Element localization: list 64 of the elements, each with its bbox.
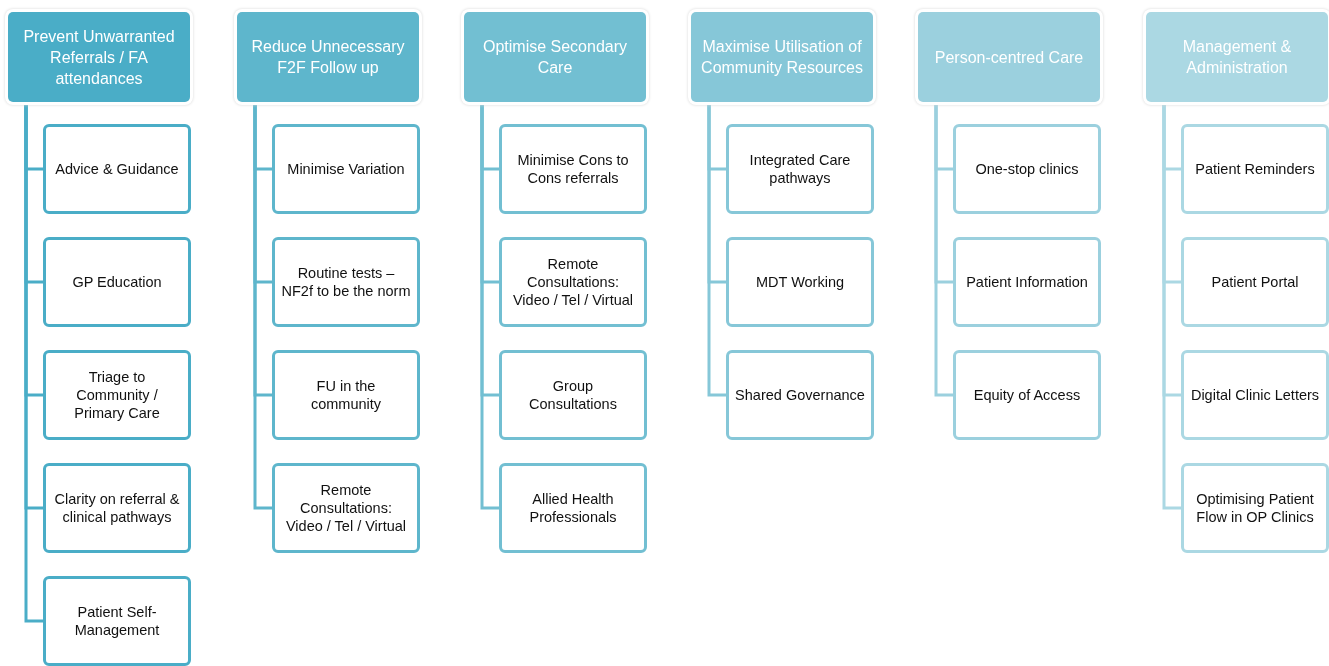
category-header-box xyxy=(8,12,190,102)
category-header-box xyxy=(1146,12,1328,102)
box-label: Clarity on referral & clinical pathways xyxy=(53,490,181,526)
process-box xyxy=(272,463,420,553)
process-box xyxy=(272,350,420,440)
box-label: Patient Self-Management xyxy=(73,603,161,639)
box-label: Patient Reminders xyxy=(1195,160,1315,178)
box-label: FU in the community xyxy=(309,377,383,413)
box-label: Remote Consultations: Video / Tel / Virtual xyxy=(284,481,408,535)
process-box xyxy=(1181,237,1329,327)
category-header-box xyxy=(918,12,1100,102)
box-label: Optimising Patient Flow in OP Clinics xyxy=(1195,490,1315,526)
category-header-box xyxy=(691,12,873,102)
header-label: Optimise Secondary Care xyxy=(481,37,629,78)
header-label: Reduce Unnecessary F2F Follow up xyxy=(250,37,406,78)
process-box xyxy=(726,350,874,440)
header-label: Maximise Utilisation of Community Resources xyxy=(700,37,864,78)
box-label: Remote Consultations: Video / Tel / Virtual xyxy=(511,255,635,309)
header-label: Person-centred Care xyxy=(934,47,1084,68)
process-box xyxy=(1181,124,1329,214)
process-box xyxy=(953,237,1101,327)
connector-line xyxy=(934,102,953,397)
connector-line xyxy=(253,102,272,510)
process-box xyxy=(272,237,420,327)
box-label: Patient Portal xyxy=(1211,273,1299,291)
box-label: Allied Health Professionals xyxy=(528,490,618,526)
box-label: Triage to Community / Primary Care xyxy=(73,368,161,422)
box-label: Advice & Guidance xyxy=(55,160,179,178)
process-box xyxy=(953,124,1101,214)
header-label: Management & Administration xyxy=(1181,37,1293,78)
box-label: Group Consultations xyxy=(528,377,618,413)
connector-line xyxy=(24,102,43,623)
process-box xyxy=(499,463,647,553)
process-box xyxy=(499,124,647,214)
connector-line xyxy=(1162,102,1181,510)
box-label: Minimise Cons to Cons referrals xyxy=(516,151,630,187)
box-label: Shared Governance xyxy=(735,386,865,404)
connector-line xyxy=(480,102,499,510)
box-label: Equity of Access xyxy=(973,386,1081,404)
process-box xyxy=(499,350,647,440)
process-box xyxy=(726,124,874,214)
category-header-box xyxy=(464,12,646,102)
box-label: Integrated Care pathways xyxy=(748,151,852,187)
process-box xyxy=(726,237,874,327)
process-box xyxy=(43,350,191,440)
box-label: Routine tests – NF2f to be the norm xyxy=(280,264,412,300)
process-box xyxy=(43,463,191,553)
process-box xyxy=(272,124,420,214)
process-box xyxy=(1181,463,1329,553)
process-box xyxy=(1181,350,1329,440)
process-box xyxy=(43,576,191,666)
box-label: Patient Information xyxy=(966,273,1088,291)
box-label: One-stop clinics xyxy=(975,160,1079,178)
process-box xyxy=(43,237,191,327)
category-header-box xyxy=(237,12,419,102)
process-box xyxy=(499,237,647,327)
box-label: Digital Clinic Letters xyxy=(1190,386,1320,404)
box-label: GP Education xyxy=(72,273,162,291)
process-box xyxy=(43,124,191,214)
process-box xyxy=(953,350,1101,440)
header-label: Prevent Unwarranted Referrals / FA attendances xyxy=(22,26,176,89)
connector-line xyxy=(707,102,726,397)
box-label: MDT Working xyxy=(755,273,845,291)
box-label: Minimise Variation xyxy=(287,160,405,178)
